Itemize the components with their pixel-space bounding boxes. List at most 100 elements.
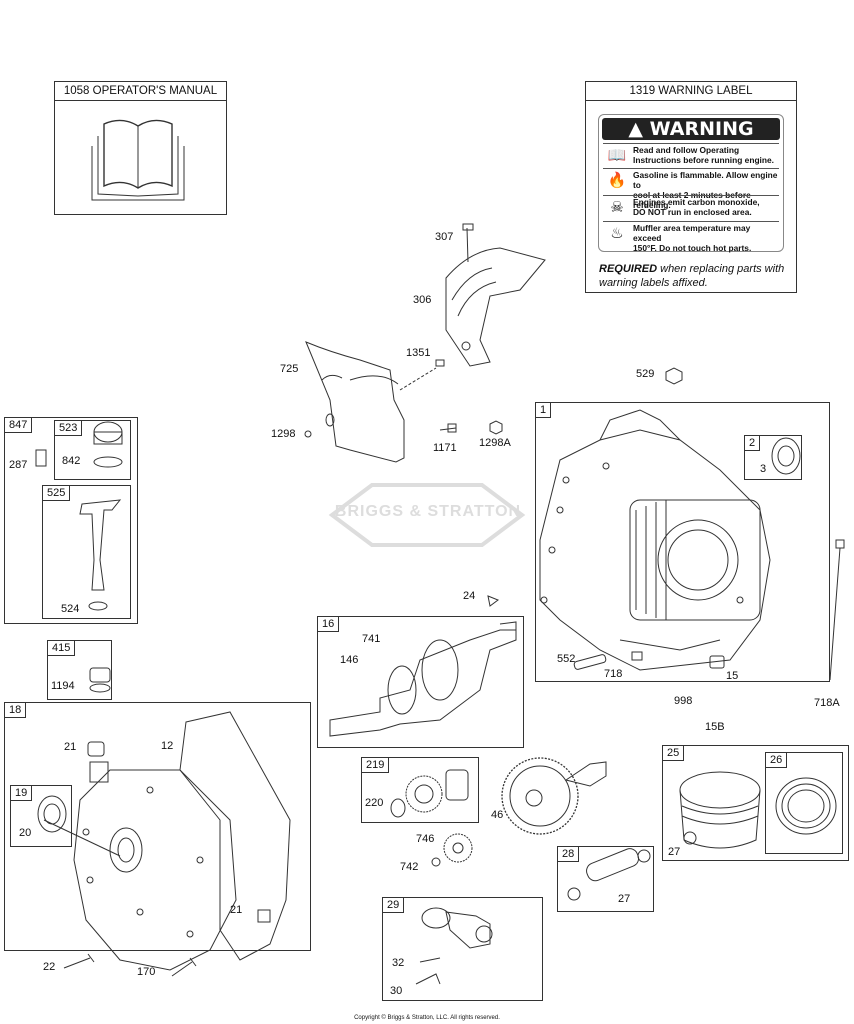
gear-746 — [431, 833, 473, 867]
piston — [679, 771, 761, 849]
callout-22: 22 — [43, 961, 56, 973]
warning-triangle-icon: ▲ — [628, 118, 650, 140]
group-219-box: 219 — [361, 757, 479, 823]
group-tag-847: 847 — [4, 417, 33, 433]
book-icon: 📖 — [607, 147, 627, 164]
warning-line-4: ♨Muffler area temperature may exceed 150… — [603, 221, 779, 253]
dowel-pins — [573, 651, 725, 670]
plug-1194 — [89, 667, 111, 693]
group-tag-18: 18 — [4, 702, 27, 718]
gasket — [179, 711, 291, 961]
book-icon — [91, 119, 185, 201]
callout-552: 552 — [557, 653, 576, 665]
callout-1194: 1194 — [51, 680, 75, 692]
callout-718A: 718A — [814, 697, 840, 709]
callout-24: 24 — [463, 590, 476, 602]
group-tag-16: 16 — [317, 616, 340, 632]
watermark-logo — [328, 483, 526, 547]
group-tag-525: 525 — [42, 485, 71, 501]
group-415-box: 415 — [47, 640, 112, 700]
engine-block — [539, 409, 771, 671]
callout-146: 146 — [340, 654, 359, 666]
group-tag-28: 28 — [557, 846, 580, 862]
group-tag-219: 219 — [361, 757, 390, 773]
operators-manual-title: 1058 OPERATOR'S MANUAL — [55, 82, 226, 101]
copyright-notice: Copyright © Briggs & Stratton, LLC. All … — [354, 1015, 500, 1021]
callout-12: 12 — [161, 740, 174, 752]
callout-1298: 1298 — [271, 428, 296, 440]
wrist-pin — [567, 848, 651, 901]
callout-46: 46 — [491, 809, 504, 821]
warning-line-3: ☠Engines emit carbon monoxide, DO NOT ru… — [603, 195, 779, 220]
group-tag-415: 415 — [47, 640, 76, 656]
callout-306: 306 — [413, 294, 432, 306]
group-2-box: 2 — [744, 435, 802, 480]
callout-725: 725 — [280, 363, 299, 375]
warning-line-1: 📖Read and follow Operating Instructions … — [603, 143, 779, 168]
heat-shield-306 — [445, 223, 546, 367]
group-tag-25: 25 — [662, 745, 685, 761]
oil-seal — [771, 437, 801, 475]
group-tag-26: 26 — [765, 752, 788, 768]
group-847-box: 847 — [4, 417, 138, 624]
group-18-box: 18 — [4, 702, 311, 951]
group-16-box: 16 — [317, 616, 524, 748]
callout-307: 307 — [435, 231, 454, 243]
crankshaft — [329, 621, 517, 737]
group-tag-1: 1 — [535, 402, 552, 418]
group-523-box: 523 — [54, 420, 131, 480]
callout-30: 30 — [390, 985, 403, 997]
callout-15: 15 — [726, 670, 739, 682]
callout-718: 718 — [604, 668, 623, 680]
group-19-box: 19 — [10, 785, 72, 847]
group-25-box: 25 — [662, 745, 849, 861]
callout-524: 524 — [61, 603, 80, 615]
callout-842: 842 — [62, 455, 81, 467]
callout-529: 529 — [636, 368, 655, 380]
bolts — [63, 909, 271, 977]
group-525-box: 525 — [42, 485, 131, 619]
dipstick-assembly — [35, 421, 123, 611]
warning-label-title: 1319 WARNING LABEL — [586, 82, 796, 101]
fasteners — [304, 367, 845, 681]
callout-1351: 1351 — [406, 347, 431, 359]
group-29-box: 29 — [382, 897, 543, 1001]
operators-manual-box: 1058 OPERATOR'S MANUAL — [54, 81, 227, 215]
group-tag-29: 29 — [382, 897, 405, 913]
callout-15B: 15B — [705, 721, 725, 733]
fumes-icon: ☠ — [610, 199, 624, 216]
callout-170: 170 — [137, 966, 156, 978]
callout-32: 32 — [392, 957, 405, 969]
required-note: REQUIRED when replacing parts with warni… — [599, 263, 785, 289]
group-tag-2: 2 — [744, 435, 761, 451]
callout-20: 20 — [19, 827, 32, 839]
callout-998: 998 — [674, 695, 693, 707]
governor-gear — [390, 769, 469, 818]
group-1-box: 1 — [535, 402, 830, 682]
callout-742: 742 — [400, 861, 419, 873]
watermark-text: BRIGGS & STRATTON — [334, 503, 522, 520]
callout-1171: 1171 — [433, 442, 457, 454]
heat-shield-725 — [305, 341, 445, 463]
callout-3: 3 — [760, 463, 767, 475]
callout-21a: 21 — [64, 741, 77, 753]
callout-746: 746 — [416, 833, 435, 845]
group-26-box: 26 — [765, 752, 843, 854]
flame-icon: 🔥 — [607, 172, 627, 189]
piston-rings — [775, 777, 837, 835]
callout-741: 741 — [362, 633, 381, 645]
group-tag-523: 523 — [54, 420, 83, 436]
group-28-box: 28 — [557, 846, 654, 912]
camshaft — [501, 757, 607, 835]
warning-line-2: 🔥Gasoline is flammable. Allow engine to … — [603, 168, 779, 210]
callout-21b: 21 — [230, 904, 243, 916]
warning-heading: ▲ WARNING — [602, 118, 780, 140]
warning-panel: ▲ WARNING 📖Read and follow Operating Ins… — [598, 114, 784, 253]
warning-label-box: 1319 WARNING LABEL — [585, 81, 797, 293]
oil-seal-19 — [37, 795, 67, 833]
connecting-rod — [415, 907, 493, 985]
callout-220: 220 — [365, 797, 384, 809]
hot-surface-icon: ♨ — [610, 225, 624, 242]
callout-287: 287 — [9, 459, 28, 471]
